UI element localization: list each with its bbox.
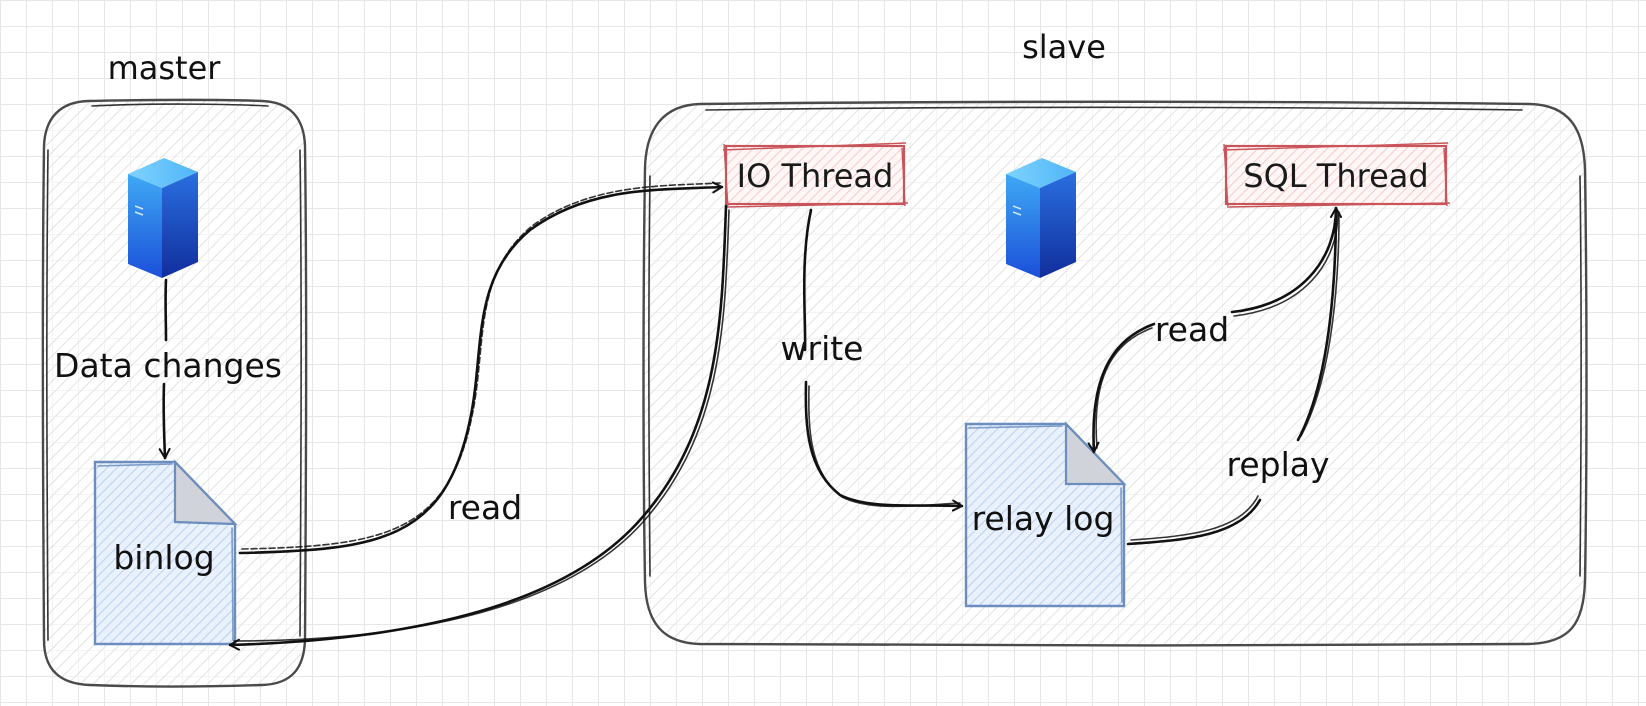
slave-title: slave [1022,28,1106,66]
data-changes-label: Data changes [54,346,282,385]
write-label: write [781,329,864,368]
io-thread-box[interactable] [722,142,909,209]
slave-container [642,100,1588,647]
server-icon [1006,158,1076,278]
relay-log-document[interactable] [964,421,1127,608]
replay-label: replay [1226,445,1329,484]
edge-io-thread-to-relay-log [802,208,964,512]
binlog-label: binlog [113,538,214,577]
relay-log-label: relay log [972,499,1115,538]
master-title: master [108,49,222,87]
edge-io-thread-to-binlog [228,204,730,651]
read-label-relay: read [1155,310,1229,349]
sql-thread-label: SQL Thread [1243,157,1428,195]
sql-thread-box[interactable] [1222,142,1451,209]
binlog-document[interactable] [93,459,238,646]
io-thread-label: IO Thread [737,157,894,195]
edge-binlog-to-io-thread [238,181,724,555]
read-label-binlog: read [448,488,522,527]
edge-relay-log-to-sql-thread [1126,206,1342,546]
server-icon [128,158,198,278]
